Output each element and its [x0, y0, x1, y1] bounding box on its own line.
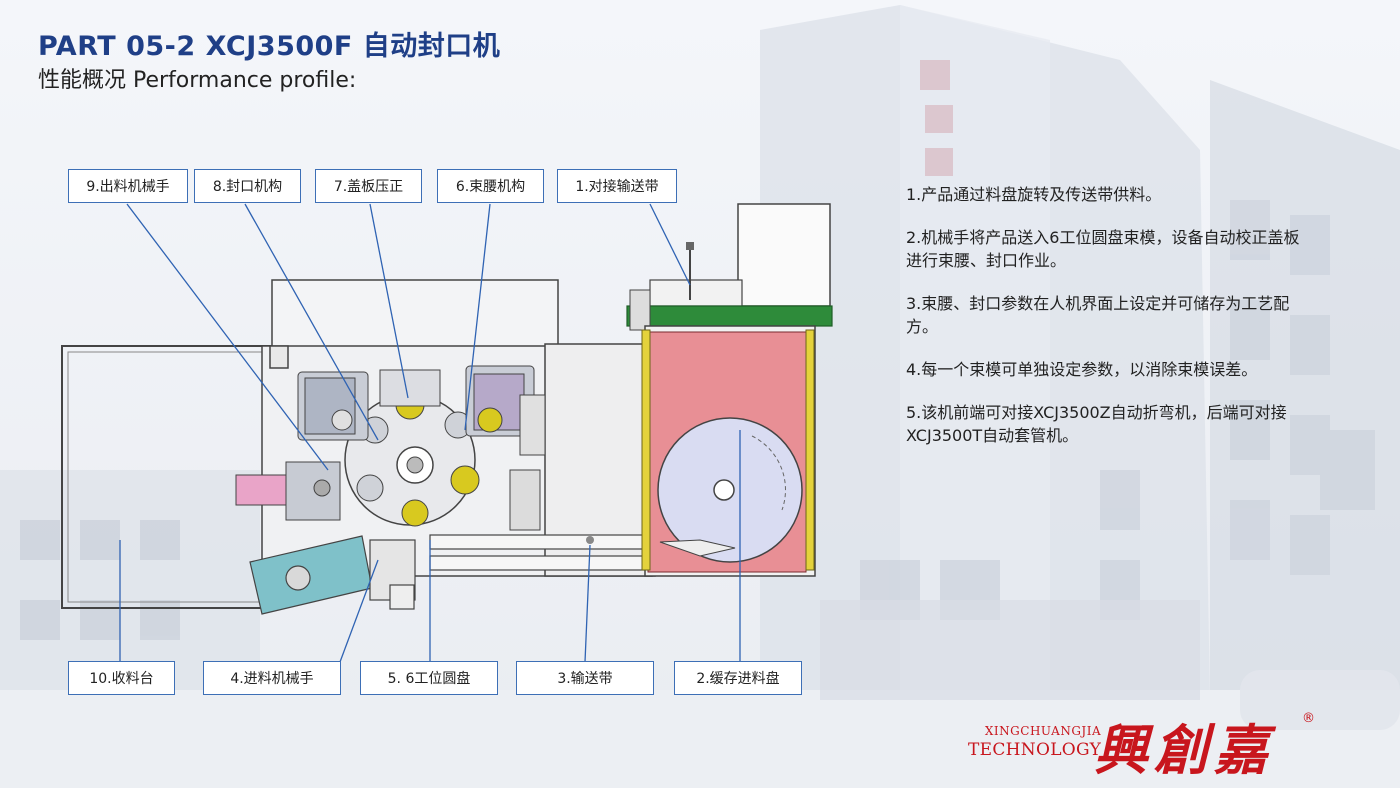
page-subtitle: 性能概况 Performance profile: — [38, 68, 357, 93]
callout-output-manipulator: 9.出料机械手 — [68, 169, 188, 203]
output-manipulator — [235, 461, 341, 521]
callout-docking-conveyor: 1.对接输送带 — [557, 169, 677, 203]
brand-logo-chinese: 興創嘉 — [1094, 718, 1274, 782]
callout-buffer-feed-tray: 2.缓存进料盘 — [674, 661, 802, 695]
brand-logo-english: XINGCHUANGJIA TECHNOLOGY — [968, 724, 1101, 760]
registered-mark: ® — [1302, 711, 1315, 726]
note-5: 5.该机前端可对接XCJ3500Z自动折弯机，后端可对接XCJ3500T自动套管… — [906, 403, 1287, 445]
station-modules — [297, 365, 546, 531]
callout-input-manipulator: 4.进料机械手 — [203, 661, 341, 695]
docking-conveyor — [626, 203, 833, 331]
callout-six-station-disk: 5. 6工位圆盘 — [360, 661, 498, 695]
callout-waist-mechanism: 6.束腰机构 — [437, 169, 544, 203]
note-2: 2.机械手将产品送入6工位圆盘束模，设备自动校正盖板进行束腰、封口作业。 — [906, 228, 1300, 270]
callout-sealing-mechanism: 8.封口机构 — [194, 169, 301, 203]
callout-collecting-table: 10.收料台 — [68, 661, 175, 695]
note-3: 3.束腰、封口参数在人机界面上设定并可储存为工艺配方。 — [906, 294, 1290, 336]
page-title: PART 05-2 XCJ3500F 自动封口机 — [38, 31, 501, 62]
callout-conveyor-belt: 3.输送带 — [516, 661, 654, 695]
callout-leader-lines — [119, 203, 741, 663]
callout-cover-press: 7.盖板压正 — [315, 169, 422, 203]
brand-name-line1: XINGCHUANGJIA — [984, 724, 1102, 738]
note-4: 4.每一个束模可单独设定参数，以消除束模误差。 — [906, 360, 1258, 379]
input-manipulator — [249, 535, 416, 615]
buffer-feed-tray — [641, 325, 816, 577]
brand-name-line2: TECHNOLOGY — [968, 740, 1102, 760]
note-1: 1.产品通过料盘旋转及传送带供料。 — [906, 185, 1162, 204]
conveyor-belt — [429, 534, 651, 571]
performance-notes: 1.产品通过料盘旋转及传送带供料。 2.机械手将产品送入6工位圆盘束模，设备自动… — [906, 183, 1301, 467]
